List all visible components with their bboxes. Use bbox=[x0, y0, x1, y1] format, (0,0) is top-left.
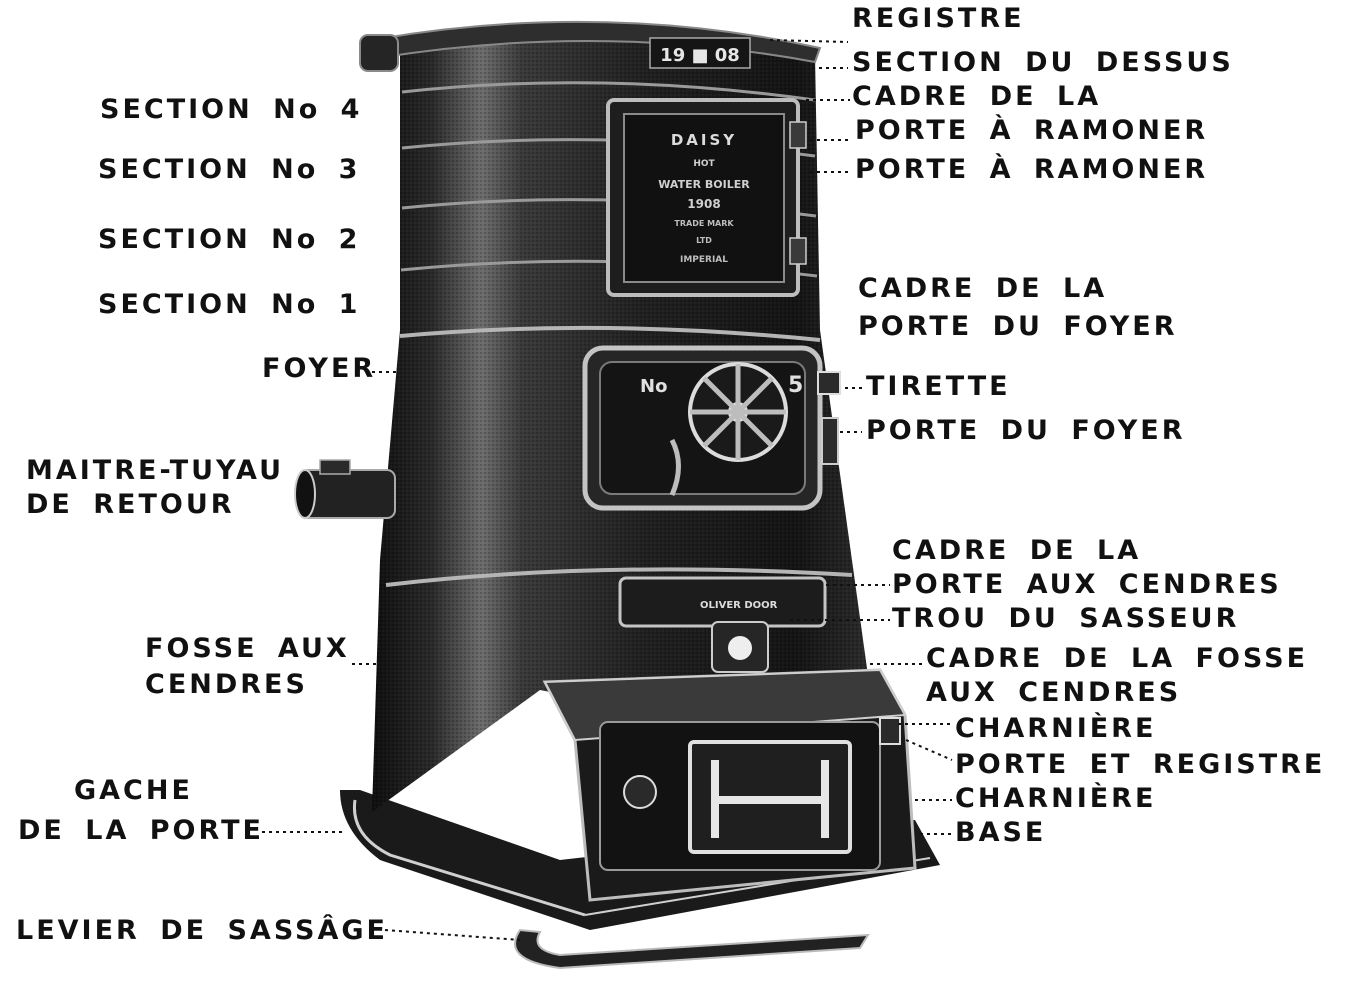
label-foyer: FOYER bbox=[262, 353, 377, 384]
label-charniere-2: CHARNIÈRE bbox=[955, 783, 1157, 814]
label-section-2: SECTION No 2 bbox=[98, 224, 361, 255]
label-maitre-tuyau-1: MAITRE-TUYAU bbox=[26, 455, 284, 486]
label-tirette: TIRETTE bbox=[866, 371, 1011, 402]
top-number-plate: 19 ■ 08 bbox=[649, 37, 751, 69]
top-number-text: 19 ■ 08 bbox=[660, 45, 740, 66]
label-trou-sasseur: TROU DU SASSEUR bbox=[892, 603, 1240, 634]
plate-line-1: DAISY bbox=[671, 131, 737, 149]
plate-line-3: WATER BOILER bbox=[658, 178, 750, 191]
door-latch-icon bbox=[623, 775, 657, 809]
label-base: BASE bbox=[955, 817, 1047, 848]
fire-door-hinge bbox=[821, 417, 839, 465]
shaker-lever bbox=[514, 928, 870, 970]
label-fosse-cendres-1: FOSSE AUX bbox=[145, 633, 350, 664]
fire-door-number: 5 bbox=[788, 373, 803, 398]
leader-lines bbox=[262, 39, 953, 941]
label-section-dessus: SECTION DU DESSUS bbox=[852, 47, 1234, 78]
label-cadre-porte-cendres-1: CADRE DE LA bbox=[892, 535, 1142, 566]
label-registre: REGISTRE bbox=[852, 3, 1025, 34]
label-cadre-porte-foyer-1: CADRE DE LA bbox=[858, 273, 1108, 304]
label-cadre-porte-ramoner-1: CADRE DE LA bbox=[852, 81, 1102, 112]
label-cadre-porte-foyer-2: PORTE DU FOYER bbox=[858, 311, 1178, 342]
ash-pit bbox=[542, 668, 917, 902]
label-section-1: SECTION No 1 bbox=[98, 289, 361, 320]
label-section-3: SECTION No 3 bbox=[98, 154, 361, 185]
plate-line-6: LTD bbox=[696, 236, 712, 245]
ash-pit-hinge bbox=[879, 717, 901, 745]
label-gache-1: GACHE bbox=[74, 775, 193, 806]
registre-damper bbox=[359, 34, 399, 72]
plate-line-7: IMPERIAL bbox=[680, 255, 728, 265]
label-porte-registre: PORTE ET REGISTRE bbox=[955, 749, 1326, 780]
label-charniere-1: CHARNIÈRE bbox=[955, 713, 1157, 744]
label-levier: LEVIER DE SASSÂGE bbox=[16, 915, 389, 946]
cleanout-hinge-bottom bbox=[789, 237, 807, 265]
label-porte-ramoner: PORTE À RAMONER bbox=[855, 154, 1209, 185]
label-section-4: SECTION No 4 bbox=[100, 94, 363, 125]
plate-line-5: TRADE MARK bbox=[674, 219, 734, 228]
ash-door-text: OLIVER DOOR bbox=[700, 600, 778, 611]
h-emblem-icon bbox=[711, 760, 829, 838]
plate-line-2: HOT bbox=[693, 159, 715, 169]
label-cadre-fosse-1: CADRE DE LA FOSSE bbox=[926, 643, 1309, 674]
label-porte-foyer: PORTE DU FOYER bbox=[866, 415, 1186, 446]
tirette-knob bbox=[817, 371, 841, 395]
cleanout-hinge-top bbox=[789, 121, 807, 149]
plate-line-4: 1908 bbox=[687, 197, 720, 211]
label-cadre-fosse-2: AUX CENDRES bbox=[926, 677, 1182, 708]
label-fosse-cendres-2: CENDRES bbox=[145, 669, 308, 700]
label-gache-2: DE LA PORTE bbox=[18, 815, 264, 846]
fire-door: No 5 bbox=[582, 345, 841, 511]
label-cadre-porte-cendres-2: PORTE AUX CENDRES bbox=[892, 569, 1282, 600]
label-maitre-tuyau-2: DE RETOUR bbox=[26, 489, 235, 520]
return-pipe bbox=[294, 459, 396, 519]
fire-door-handle bbox=[669, 438, 681, 496]
label-cadre-porte-ramoner-2: PORTE À RAMONER bbox=[855, 115, 1209, 146]
cleanout-door: DAISY HOT WATER BOILER 1908 TRADE MARK L… bbox=[606, 98, 807, 297]
fire-door-no-text: No bbox=[640, 376, 667, 397]
ash-door: OLIVER DOOR bbox=[618, 576, 827, 673]
